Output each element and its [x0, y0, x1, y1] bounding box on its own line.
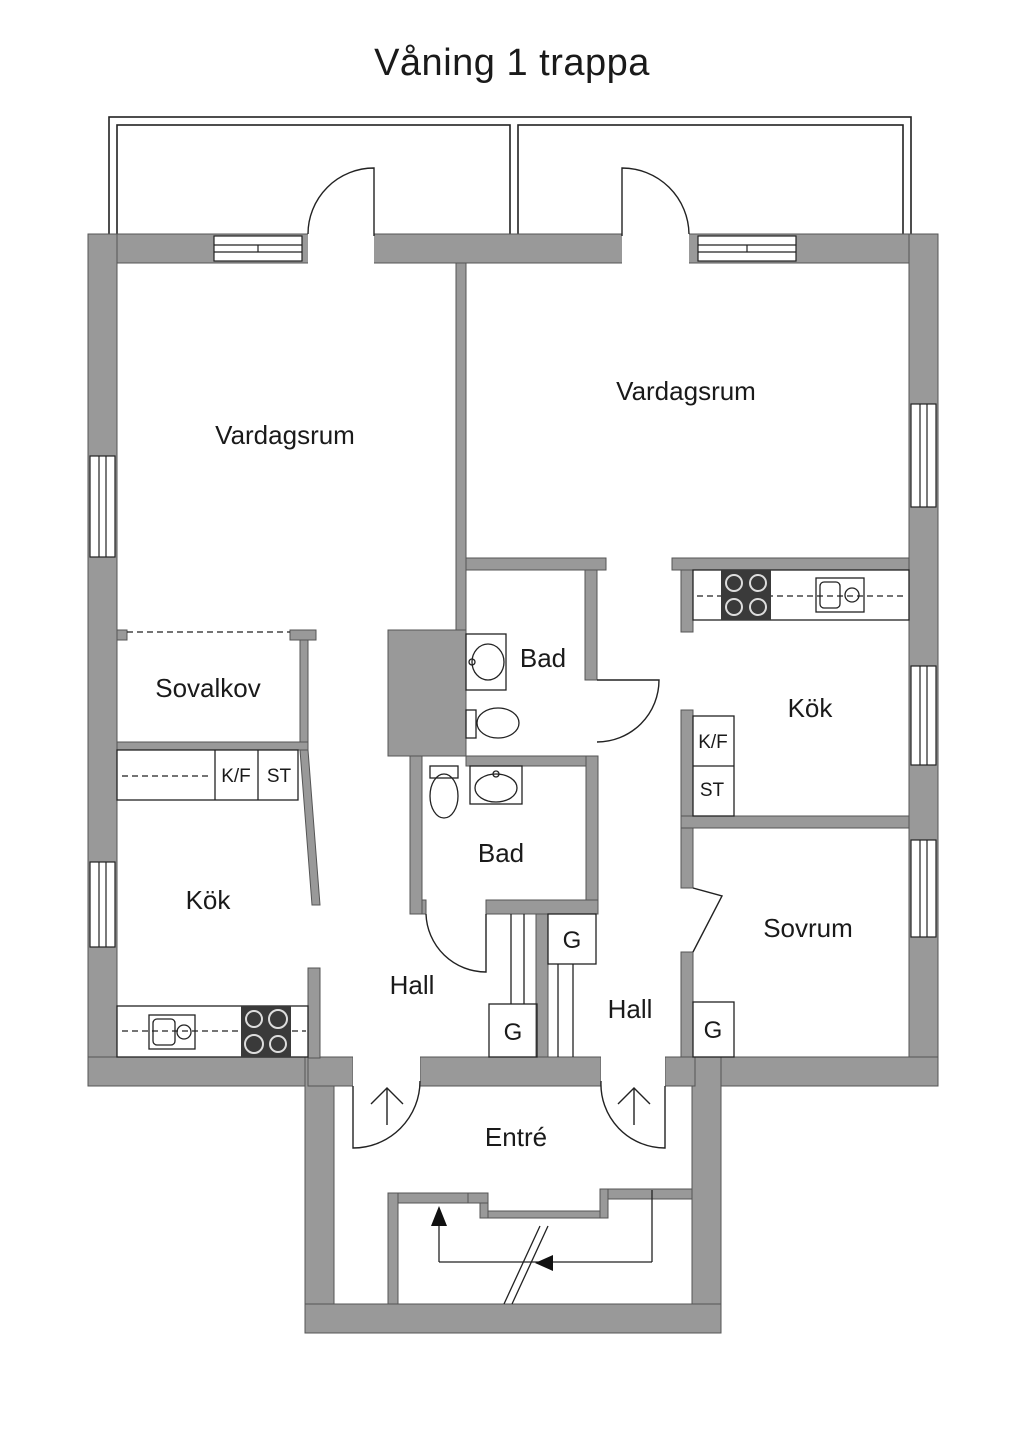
stair-up-arrow-icon: [431, 1206, 447, 1226]
room-labels: Vardagsrum Vardagsrum Sovalkov Kök Kök B…: [155, 376, 853, 1152]
fixture-label-kf-right: K/F: [698, 732, 728, 753]
entrance-arrow-icons: [370, 1087, 651, 1125]
plan-title: Våning 1 trappa: [374, 42, 650, 84]
windows: [89, 235, 937, 948]
interior-walls: [116, 262, 910, 1059]
stairwell: [387, 1188, 693, 1305]
fixture-label-kf-left: K/F: [221, 766, 251, 787]
room-label-sovrum: Sovrum: [763, 913, 853, 943]
door-swings: [307, 167, 724, 1149]
fixtures-lines: [116, 569, 910, 1058]
room-label-sovalkov: Sovalkov: [155, 673, 261, 703]
room-label-kok-right: Kök: [788, 693, 834, 723]
room-label-hall-right: Hall: [608, 994, 653, 1024]
fixture-label-g-sovrum: G: [704, 1017, 723, 1044]
fixture-labels: K/F ST K/F ST G G G: [221, 732, 728, 1046]
fixture-label-st-left: ST: [267, 766, 292, 787]
stair-arrow-left-icon: [535, 1255, 553, 1271]
room-label-kok-left: Kök: [186, 885, 232, 915]
room-label-vardagsrum-right: Vardagsrum: [616, 376, 756, 406]
fixture-label-st-right: ST: [700, 780, 725, 801]
room-label-bad-upper: Bad: [520, 643, 566, 673]
room-label-hall-left: Hall: [390, 970, 435, 1000]
fixture-label-g-hall-top: G: [563, 927, 582, 954]
fixture-label-g-hall-left: G: [504, 1019, 523, 1046]
stove-right-icon: [721, 570, 771, 620]
room-label-vardagsrum-left: Vardagsrum: [215, 420, 355, 450]
room-label-entre: Entré: [485, 1122, 547, 1152]
room-label-bad-lower: Bad: [478, 838, 524, 868]
balconies: [108, 116, 912, 237]
stove-left-icon: [241, 1006, 291, 1057]
door-openings: [308, 232, 689, 1088]
